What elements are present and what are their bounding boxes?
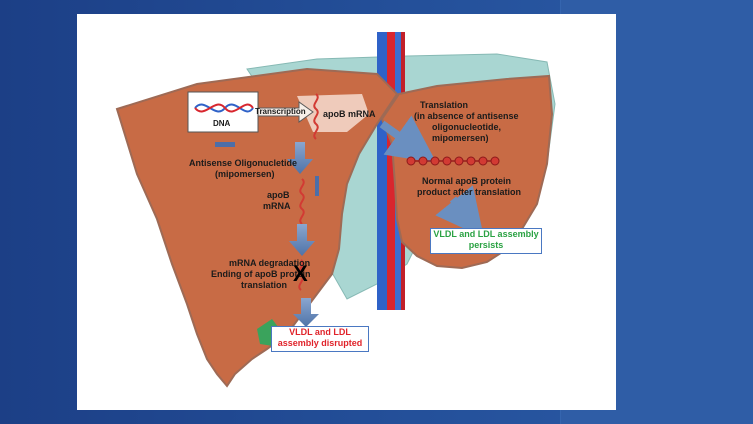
- oligo-marker: [315, 176, 319, 196]
- arrow-to-translation: [379, 115, 437, 163]
- persists-box: VLDL and LDL assembly persists: [430, 228, 542, 254]
- protein-bead: [418, 156, 428, 166]
- protein-bead: [466, 156, 476, 166]
- persists-text-1: VLDL and LDL assembly: [433, 229, 539, 239]
- degradation-label-2: Ending of apoB protein: [211, 269, 311, 279]
- degradation-label-1: mRNA degradation: [229, 258, 311, 268]
- x-mark: X: [293, 261, 308, 286]
- degradation-label-3: translation: [241, 280, 288, 290]
- protein-bead: [478, 156, 488, 166]
- mrna-strand-middle: [299, 178, 305, 225]
- protein-bead: [454, 156, 464, 166]
- dna-label: DNA: [213, 119, 231, 128]
- disrupted-text-2: assembly disrupted: [277, 338, 363, 348]
- protein-bead: [430, 156, 440, 166]
- mrna-degraded: [298, 259, 304, 291]
- arrow-down-3: [293, 298, 319, 327]
- apob-protein-chain: [406, 156, 500, 166]
- translation-label-2: (in absence of antisense: [414, 111, 519, 121]
- apob-mrna-top-label: apoB mRNA: [323, 109, 376, 119]
- arrow-down-2: [289, 224, 315, 256]
- protein-bead: [442, 156, 452, 166]
- translation-label-3: oligonucleotide,: [432, 122, 501, 132]
- normal-protein-label-2: product after translation: [417, 187, 522, 197]
- slide-canvas: DNA Transcription apoB mRNA Translation …: [77, 14, 616, 410]
- dna-helix-red: [194, 103, 254, 113]
- arrow-down-1: [287, 142, 313, 174]
- translation-label-4: mipomersen): [432, 133, 489, 143]
- liver-left-lobe: [115, 67, 399, 388]
- protein-bead: [406, 156, 416, 166]
- arrow-to-persists: [435, 185, 484, 238]
- protein-bead: [490, 156, 500, 166]
- liver-diagram: [115, 32, 556, 388]
- transcription-arrow: [257, 101, 314, 123]
- translation-label-1: Translation: [420, 100, 469, 110]
- antisense-label-2: (mipomersen): [215, 169, 275, 179]
- mrna-strand-top: [313, 93, 319, 140]
- antisense-label-1: Antisense Oligonucletide: [189, 158, 298, 168]
- apob-middle-label-1: apoB: [267, 190, 290, 200]
- normal-protein-label-1: Normal apoB protein: [422, 176, 512, 186]
- persists-text-2: persists: [468, 240, 504, 250]
- disrupted-box: VLDL and LDL assembly disrupted: [271, 326, 369, 352]
- antisense-bar: [215, 142, 235, 147]
- disrupted-text-1: VLDL and LDL: [289, 327, 351, 337]
- transcription-label: Transcription: [255, 107, 306, 116]
- apob-middle-label-2: mRNA: [263, 201, 291, 211]
